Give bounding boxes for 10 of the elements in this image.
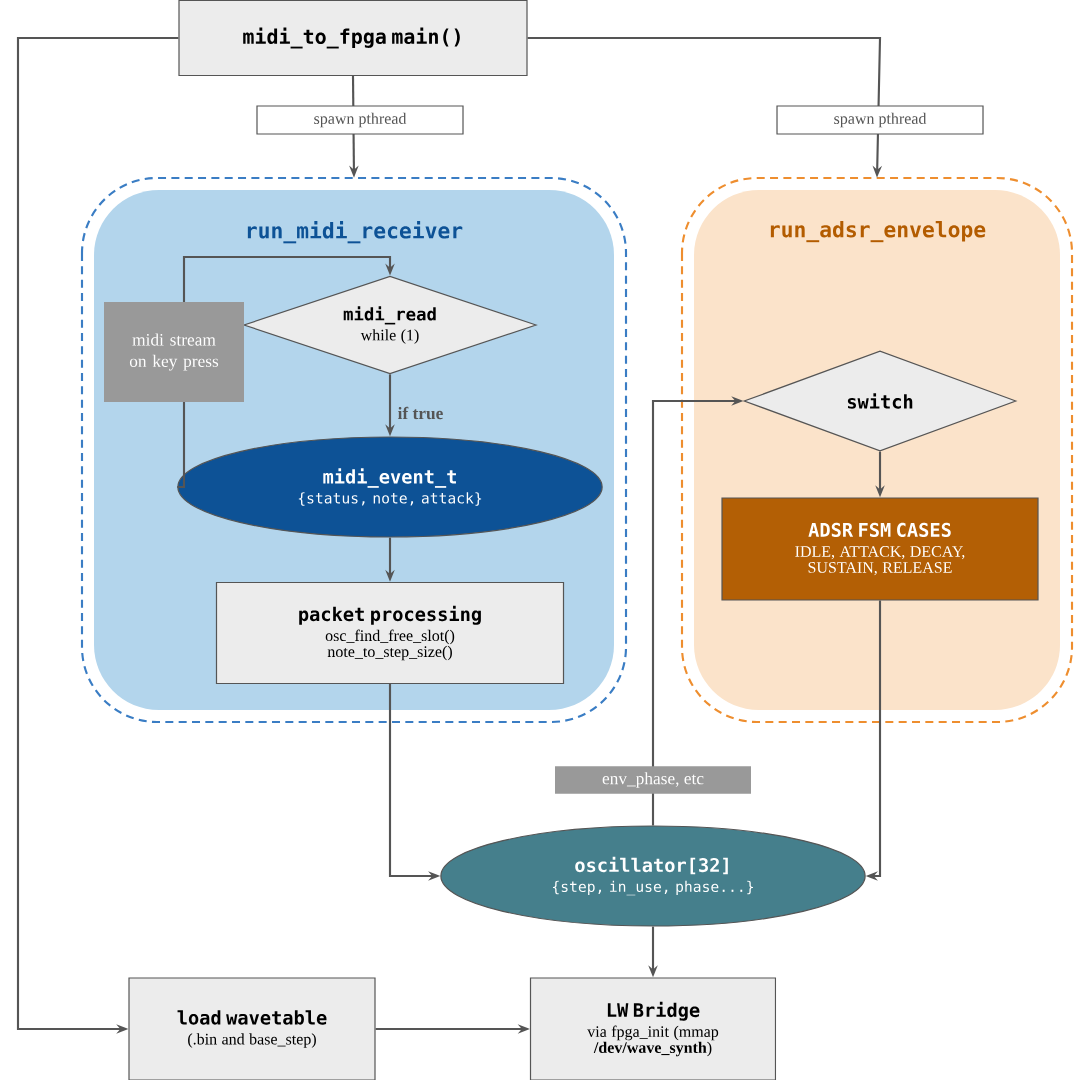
process-box: packet processing osc_find_free_slot() note_to_step_size() <box>215 581 565 685</box>
state-box: ADSR FSM CASES IDLE, ATTACK, DECAY, SUSTAIN, RELEASE <box>721 497 1039 601</box>
edge-label: spawn pthread <box>776 105 984 135</box>
edge-label: env_phase, etc <box>555 766 751 794</box>
process-box: load wavetable (.bin and base_step) <box>128 977 376 1080</box>
edge-label: midi stream on key press <box>104 302 244 402</box>
process-box: midi_to_fpga main() <box>178 0 528 77</box>
edge-label: spawn pthread <box>256 105 464 135</box>
process-box: LW Bridge via fpga_init (mmap /dev/wave_synth) <box>529 977 777 1080</box>
edge-label: if true <box>396 405 445 421</box>
